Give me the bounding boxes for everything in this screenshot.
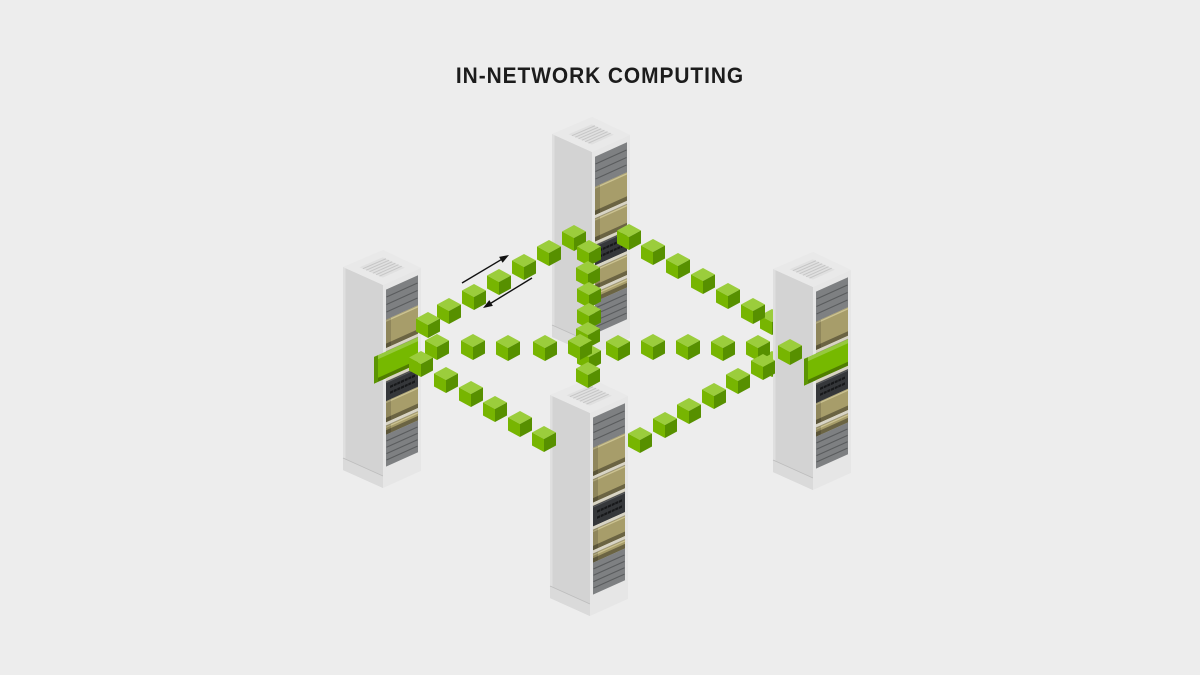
flow-left-to-top [416,225,586,338]
server-rack-bottom [549,377,628,616]
packet-cube [711,335,735,361]
packet-cube [461,334,485,360]
packet-cube [702,383,726,409]
rack-top-vent [359,257,405,278]
packet-cube [741,298,765,324]
packet-cube [512,254,536,280]
flow-left-to-bottom [409,351,556,452]
rack-equipment [592,403,626,595]
packet-cube [606,335,630,361]
packet-cube [537,240,561,266]
rack-equipment [374,275,419,467]
packet-cube [577,240,601,266]
rack-top-vent [789,259,835,280]
server-rack-left [342,249,421,488]
rack-equipment [804,277,849,469]
packet-cube [416,312,440,338]
packet-cube [459,381,483,407]
packet-cube [496,335,520,361]
flow-arrow-up-right [461,255,509,284]
packet-cube [409,351,433,377]
packet-cube [576,362,600,388]
packet-cube [716,283,740,309]
packet-cube [434,367,458,393]
packet-cube [726,368,750,394]
packet-cube [577,282,601,308]
flow-arrow-down-left [483,277,533,308]
packet-cube [533,335,557,361]
packet-cube [641,239,665,265]
packet-cube [483,396,507,422]
packet-cube [677,398,701,424]
flow-top-to-right [617,224,765,324]
rack-top-vent [568,124,614,145]
packet-cube [653,412,677,438]
packet-cube [576,261,600,287]
flow-top-corner-column [576,240,601,388]
packet-cube [568,334,592,360]
packet-cube [641,334,665,360]
packet-cube [691,268,715,294]
packet-cube [437,298,461,324]
highlighted-green-unit [374,337,418,384]
flow-bottom-to-right [628,354,775,453]
packet-cube [462,284,486,310]
packet-cube [617,224,641,250]
packet-cube [778,339,802,365]
server-rack-right [772,251,851,490]
packet-cube [676,334,700,360]
packet-cube [628,427,652,453]
packet-cube [425,334,449,360]
packet-cube [666,253,690,279]
diagram-title: IN-NETWORK COMPUTING [455,63,745,88]
packet-cube [751,354,775,380]
packet-cube [532,426,556,452]
flow-middle-row [425,334,802,365]
packet-cube [508,411,532,437]
highlighted-green-unit [804,339,848,386]
rack-top-vent [566,385,612,406]
packet-cube [487,269,511,295]
